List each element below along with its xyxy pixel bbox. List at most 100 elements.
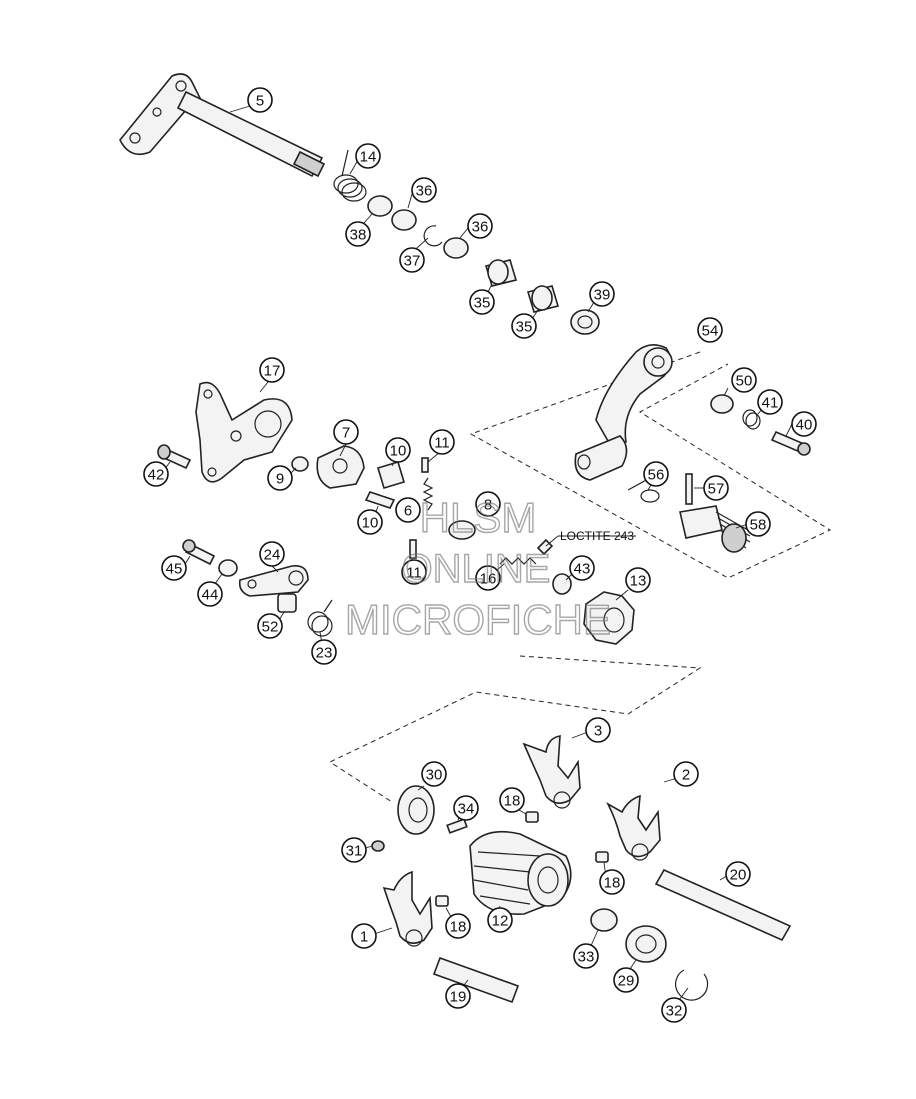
- callout-number: 20: [730, 867, 747, 884]
- callout-34: 34: [453, 795, 479, 821]
- seal-ring-39-part: [570, 309, 600, 335]
- spring-lever-58-part: [679, 505, 751, 553]
- callout-circle: [625, 567, 651, 593]
- callout-8: 8: [475, 491, 501, 517]
- callout-45: 45: [161, 555, 187, 581]
- spring-6-part: [422, 477, 434, 511]
- shift-drum-locating-part: [583, 591, 635, 645]
- shift-quadrant-part: [316, 445, 365, 489]
- callout-circle: [429, 429, 455, 455]
- pin-11b-part: [409, 539, 417, 559]
- callout-number: 38: [350, 227, 367, 244]
- callout-number: 29: [618, 973, 635, 990]
- circlip-32-part: [675, 969, 709, 1001]
- needle-bearing-35-part: [484, 259, 518, 287]
- callout-number: 17: [264, 363, 281, 380]
- callout-number: 43: [574, 561, 591, 578]
- callout-circle: [161, 555, 187, 581]
- callout-number: 10: [390, 443, 407, 460]
- callout-number: 18: [450, 919, 467, 936]
- callout-circle: [475, 565, 501, 591]
- callout-circle: [267, 465, 293, 491]
- callout-circle: [453, 795, 479, 821]
- shift-fork-2-part: [606, 794, 661, 861]
- callout-11: 11: [401, 559, 427, 585]
- callout-circle: [469, 289, 495, 315]
- callout-31: 31: [341, 837, 367, 863]
- callout-circle: [401, 559, 427, 585]
- callout-1: 1: [351, 923, 377, 949]
- washer-43-part: [552, 573, 572, 595]
- shift-shaft-part: [119, 73, 326, 178]
- callout-18: 18: [599, 869, 625, 895]
- callout-circle: [341, 837, 367, 863]
- roller-18a-part: [525, 811, 539, 823]
- callout-35: 35: [469, 289, 495, 315]
- callout-number: 3: [594, 723, 602, 740]
- callout-29: 29: [613, 967, 639, 993]
- watermark-line-3: MICROFICHE: [345, 596, 611, 643]
- return-spring-part: [333, 149, 367, 202]
- callout-40: 40: [791, 411, 817, 437]
- callout-number: 36: [472, 219, 489, 236]
- callout-circle: [745, 511, 771, 537]
- callout-circle: [257, 613, 283, 639]
- assembly-boundary-upper: [469, 351, 832, 579]
- callout-circle: [197, 581, 223, 607]
- assembly-boundary-lower: [328, 655, 702, 803]
- callout-number: 5: [256, 93, 264, 110]
- spring-16-part: [499, 557, 537, 565]
- pin-11-part: [421, 457, 429, 473]
- callout-number: 1: [360, 929, 368, 946]
- callout-circle: [511, 313, 537, 339]
- callout-circle: [703, 475, 729, 501]
- callout-18: 18: [499, 787, 525, 813]
- callout-number: 34: [458, 801, 475, 818]
- callout-circle: [351, 923, 377, 949]
- pin-34-part: [446, 818, 468, 834]
- callout-3: 3: [585, 717, 611, 743]
- callout-circle: [499, 787, 525, 813]
- callout-18: 18: [445, 913, 471, 939]
- callout-circle: [311, 639, 337, 665]
- callout-number: 13: [630, 573, 647, 590]
- callout-number: 58: [750, 517, 767, 534]
- callout-number: 23: [316, 645, 333, 662]
- callout-56: 56: [643, 461, 669, 487]
- callout-number: 42: [148, 467, 165, 484]
- shift-fork-3-part: [522, 735, 581, 809]
- callout-circle: [357, 509, 383, 535]
- callout-circle: [259, 357, 285, 383]
- callout-32: 32: [661, 997, 687, 1023]
- bolt-45-part: [182, 539, 216, 566]
- callout-number: 2: [682, 767, 690, 784]
- callout-circle: [757, 389, 783, 415]
- callout-19: 19: [445, 983, 471, 1009]
- callout-circle: [259, 541, 285, 567]
- callout-54: 54: [697, 317, 723, 343]
- callout-circle: [643, 461, 669, 487]
- callout-5: 5: [247, 87, 273, 113]
- slider-10-part: [377, 461, 405, 489]
- callout-circle: [569, 555, 595, 581]
- callout-number: 57: [708, 481, 725, 498]
- callout-13: 13: [625, 567, 651, 593]
- callout-39: 39: [589, 281, 615, 307]
- callout-number: 19: [450, 989, 467, 1006]
- callout-number: 7: [342, 425, 350, 442]
- callout-43: 43: [569, 555, 595, 581]
- callout-number: 35: [516, 319, 533, 336]
- callout-number: 11: [406, 565, 422, 582]
- callout-number: 45: [166, 561, 183, 578]
- callout-16: 16: [475, 565, 501, 591]
- callout-number: 6: [404, 503, 412, 520]
- callout-9: 9: [267, 465, 293, 491]
- callout-23: 23: [311, 639, 337, 665]
- callout-number: 35: [474, 295, 491, 312]
- callout-number: 36: [416, 183, 433, 200]
- callout-42: 42: [143, 461, 169, 487]
- roller-18b-part: [595, 851, 609, 863]
